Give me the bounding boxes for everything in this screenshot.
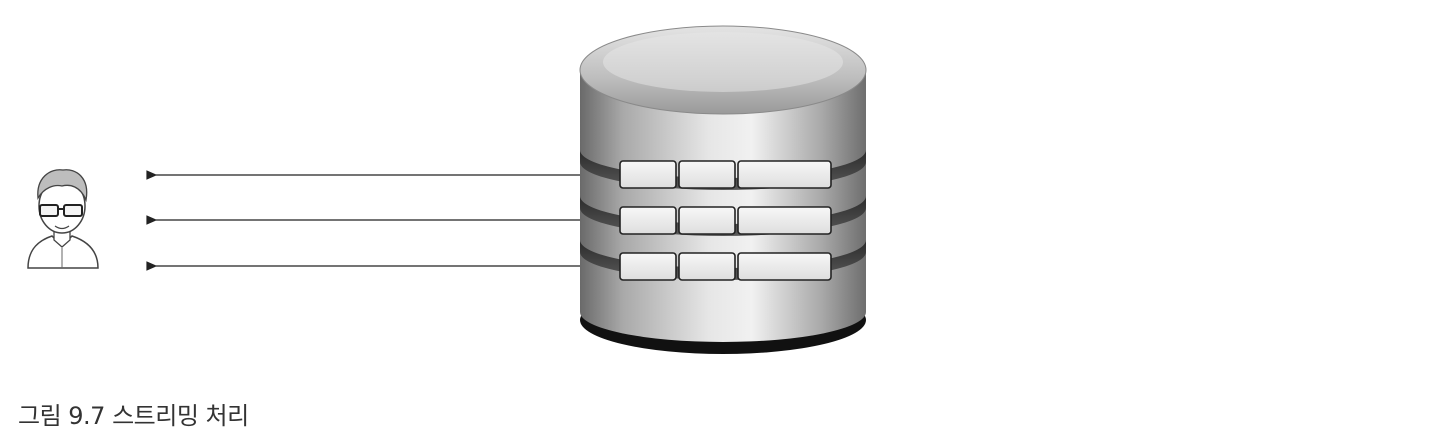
record-cell	[619, 206, 677, 235]
record-cell	[678, 206, 736, 235]
record-cell	[737, 160, 832, 189]
record-row-2	[619, 206, 832, 235]
record-cell	[737, 252, 832, 281]
record-cell	[678, 160, 736, 189]
streaming-diagram	[27, 25, 867, 354]
record-cell	[678, 252, 736, 281]
database-icon	[579, 25, 867, 354]
figure-caption: 그림 9.7 스트리밍 처리	[18, 402, 249, 430]
record-row-1	[619, 160, 832, 189]
record-cell	[619, 160, 677, 189]
record-cell	[619, 252, 677, 281]
record-cell	[737, 206, 832, 235]
user-icon	[27, 169, 99, 269]
record-row-3	[619, 252, 832, 281]
